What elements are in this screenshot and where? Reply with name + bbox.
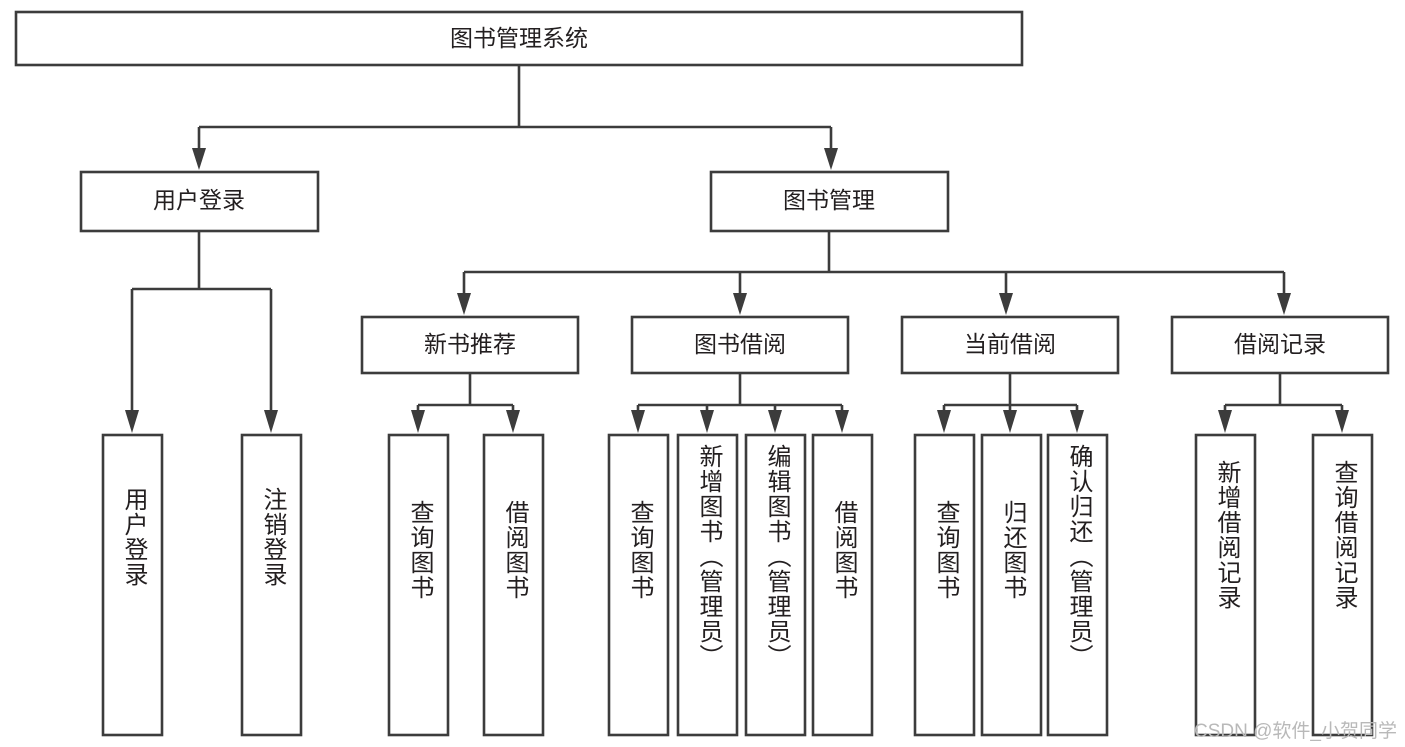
arrow-to-leaf-borrow-book-1: [506, 410, 520, 433]
current-borrow-box: [900, 315, 1120, 375]
leaf-box-query-book-3: [913, 433, 976, 737]
node-new-book-recommend: 新书推荐: [360, 315, 580, 375]
root-label: 图书管理系统: [450, 25, 588, 51]
arrow-to-user-login: [192, 148, 206, 170]
leaf-box-edit-book-admin: [744, 433, 807, 737]
leaf-box-return-book: [980, 433, 1043, 737]
node-book-management: 图书管理: [709, 170, 950, 233]
leaf-box-query-book-2: [607, 433, 670, 737]
arrow-to-leaf-edit-book-admin: [768, 410, 782, 433]
leaf-box-add-borrow-record: [1194, 433, 1257, 737]
user-login-label: 用户登录: [153, 187, 245, 213]
arrow-to-leaf-user-login: [125, 410, 139, 433]
connector-current-borrow-to-leaves: [937, 373, 1084, 433]
leaf-box-add-book-admin: [676, 433, 739, 737]
node-borrow-record: 借阅记录: [1170, 315, 1390, 375]
arrow-to-book-management: [824, 148, 838, 170]
arrow-to-book-borrow: [733, 293, 747, 315]
arrow-to-leaf-add-borrow-record: [1218, 410, 1232, 433]
arrow-to-leaf-query-borrow-record: [1335, 410, 1349, 433]
book-management-label: 图书管理: [783, 187, 875, 213]
arrow-to-current-borrow: [999, 293, 1013, 315]
arrow-to-leaf-confirm-return-admin: [1070, 410, 1084, 433]
arrow-to-leaf-query-book-3: [937, 410, 951, 433]
leaf-box-logout-login: [240, 433, 303, 737]
leaf-box-borrow-book-1: [482, 433, 545, 737]
arrow-to-leaf-return-book: [1003, 410, 1017, 433]
user-login-box: [79, 170, 320, 233]
connector-user-login-to-leaves: [125, 231, 278, 433]
arrow-to-leaf-add-book-admin: [700, 410, 714, 433]
arrow-to-leaf-query-book-2: [631, 410, 645, 433]
new-book-recommend-label: 新书推荐: [424, 331, 516, 357]
arrow-to-leaf-query-book-1: [411, 410, 425, 433]
leaf-box-user-login: [101, 433, 164, 737]
node-book-borrow: 图书借阅: [630, 315, 850, 375]
leaf-box-query-book-1: [387, 433, 450, 737]
connector-root-to-level1: [192, 65, 838, 170]
connector-book-borrow-to-leaves: [631, 373, 849, 433]
connector-borrow-record-to-leaves: [1218, 373, 1349, 433]
arrow-to-borrow-record: [1277, 293, 1291, 315]
leaf-box-confirm-return-admin: [1046, 433, 1109, 737]
borrow-record-label: 借阅记录: [1234, 331, 1326, 357]
node-user-login: 用户登录: [79, 170, 320, 233]
connector-new-book-recommend-to-leaves: [411, 373, 520, 433]
leaf-box-borrow-book-2: [811, 433, 874, 737]
arrow-to-leaf-logout-login: [264, 410, 278, 433]
leaf-box-query-borrow-record: [1311, 433, 1374, 737]
arrow-to-leaf-borrow-book-2: [835, 410, 849, 433]
root-box: [14, 10, 1024, 67]
current-borrow-label: 当前借阅: [964, 331, 1056, 357]
node-root: 图书管理系统: [14, 10, 1024, 67]
csdn-watermark: CSDN @软件_小贺同学: [1194, 721, 1397, 742]
book-borrow-label: 图书借阅: [694, 331, 786, 357]
connector-book-management-to-level2: [457, 231, 1291, 315]
arrow-to-new-book-recommend: [457, 293, 471, 315]
new-book-recommend-box: [360, 315, 580, 375]
node-current-borrow: 当前借阅: [900, 315, 1120, 375]
